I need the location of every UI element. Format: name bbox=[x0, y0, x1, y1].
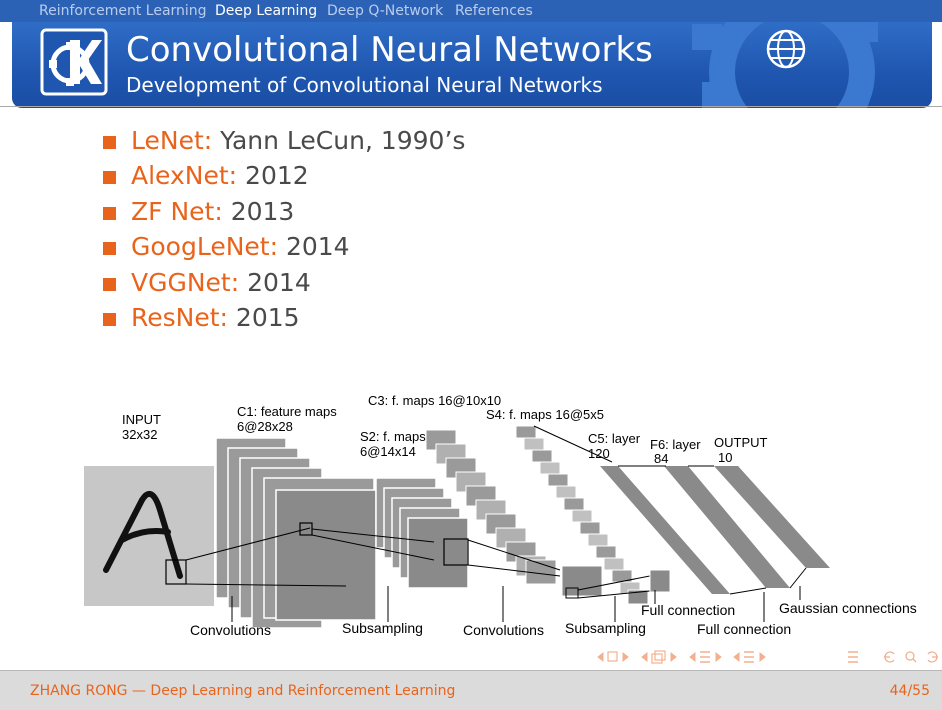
lenet-architecture-diagram: INPUT 32x32 C1: feature maps 6@28x28 S2:… bbox=[84, 393, 917, 638]
op-full-connection-1: Full connection bbox=[641, 602, 735, 618]
network-name: ZF Net: bbox=[131, 196, 223, 226]
bullet-icon bbox=[103, 312, 116, 326]
network-year: Yann LeCun, 1990’s bbox=[220, 126, 466, 155]
network-year: 2014 bbox=[285, 232, 350, 262]
network-name: ResNet: bbox=[131, 302, 228, 332]
network-name: GoogLeNet: bbox=[131, 232, 279, 262]
slide-title: Convolutional Neural Networks bbox=[126, 30, 653, 70]
op-gaussian-connections: Gaussian connections bbox=[779, 600, 917, 616]
nav-slide-icon[interactable] bbox=[641, 650, 677, 664]
op-convolutions-2: Convolutions bbox=[463, 622, 544, 638]
f6-label: F6: layer bbox=[650, 437, 701, 452]
op-subsampling-2: Subsampling bbox=[565, 620, 646, 636]
c5-size: 120 bbox=[588, 446, 610, 461]
handwritten-a-icon bbox=[103, 491, 183, 579]
s2-label: S2: f. maps bbox=[360, 429, 426, 444]
output-layer bbox=[714, 466, 830, 568]
s2-feature-maps bbox=[375, 477, 469, 589]
page-number: 44/55 bbox=[889, 683, 930, 699]
c3-label: C3: f. maps 16@10x10 bbox=[368, 393, 501, 408]
input-size: 32x32 bbox=[122, 427, 157, 442]
kde-logo-icon bbox=[40, 28, 108, 96]
bullet-icon bbox=[103, 206, 116, 220]
globe-icon bbox=[766, 29, 806, 69]
nav-subsection-icon[interactable] bbox=[689, 651, 722, 663]
header-divider bbox=[0, 106, 942, 107]
nav-item-references[interactable]: References bbox=[455, 3, 533, 19]
nav-section-icon[interactable] bbox=[733, 651, 766, 663]
network-name: VGGNet: bbox=[131, 267, 240, 297]
input-label: INPUT bbox=[122, 412, 161, 427]
output-label: OUTPUT bbox=[714, 435, 768, 450]
f6-size: 84 bbox=[654, 451, 668, 466]
c1-label: C1: feature maps bbox=[237, 404, 337, 419]
network-year: 2012 bbox=[245, 161, 309, 191]
network-year: 2015 bbox=[235, 302, 300, 332]
f6-layer bbox=[664, 466, 790, 588]
network-year: 2014 bbox=[247, 267, 311, 297]
s2-size: 6@14x14 bbox=[360, 444, 416, 459]
output-size: 10 bbox=[718, 450, 732, 465]
nav-document-icon[interactable] bbox=[848, 651, 858, 663]
nav-item-reinforcement-learning[interactable]: Reinforcement Learning bbox=[39, 3, 207, 19]
slide-subtitle: Development of Convolutional Neural Netw… bbox=[126, 73, 603, 97]
slide-header: Reinforcement Learning Deep Learning Dee… bbox=[0, 0, 942, 110]
nav-item-deep-learning[interactable]: Deep Learning bbox=[215, 3, 318, 19]
nav-frame-icon[interactable] bbox=[597, 651, 629, 663]
bullet-icon bbox=[103, 277, 116, 291]
c5-layer bbox=[600, 466, 730, 594]
c3-feature-maps bbox=[425, 429, 557, 585]
op-convolutions-1: Convolutions bbox=[190, 622, 271, 638]
input-image bbox=[84, 466, 214, 606]
s4-label: S4: f. maps 16@5x5 bbox=[486, 407, 604, 422]
gear-decoration-icon bbox=[692, 22, 878, 108]
op-subsampling-1: Subsampling bbox=[342, 620, 423, 636]
section-nav: Reinforcement Learning Deep Learning Dee… bbox=[0, 0, 942, 22]
c1-size: 6@28x28 bbox=[237, 419, 293, 434]
footer-author-title: ZHANG RONG — Deep Learning and Reinforce… bbox=[30, 683, 456, 699]
c1-feature-maps bbox=[215, 437, 377, 629]
bullet-icon bbox=[103, 136, 116, 149]
network-name: LeNet: bbox=[131, 126, 213, 155]
nav-item-deep-q-network[interactable]: Deep Q-Network bbox=[327, 3, 444, 19]
bullet-icon bbox=[103, 242, 116, 256]
network-year: 2013 bbox=[230, 196, 295, 226]
bullet-icon bbox=[103, 171, 116, 185]
network-name: AlexNet: bbox=[131, 161, 238, 191]
c5-label: C5: layer bbox=[588, 431, 641, 446]
beamer-navigation-symbols bbox=[597, 650, 938, 664]
op-full-connection-2: Full connection bbox=[697, 621, 791, 637]
slide-footer: ZHANG RONG — Deep Learning and Reinforce… bbox=[0, 670, 942, 710]
title-bar: Convolutional Neural Networks Developmen… bbox=[12, 22, 932, 108]
nav-search-icon[interactable] bbox=[884, 651, 938, 663]
s4-feature-maps bbox=[515, 425, 649, 605]
